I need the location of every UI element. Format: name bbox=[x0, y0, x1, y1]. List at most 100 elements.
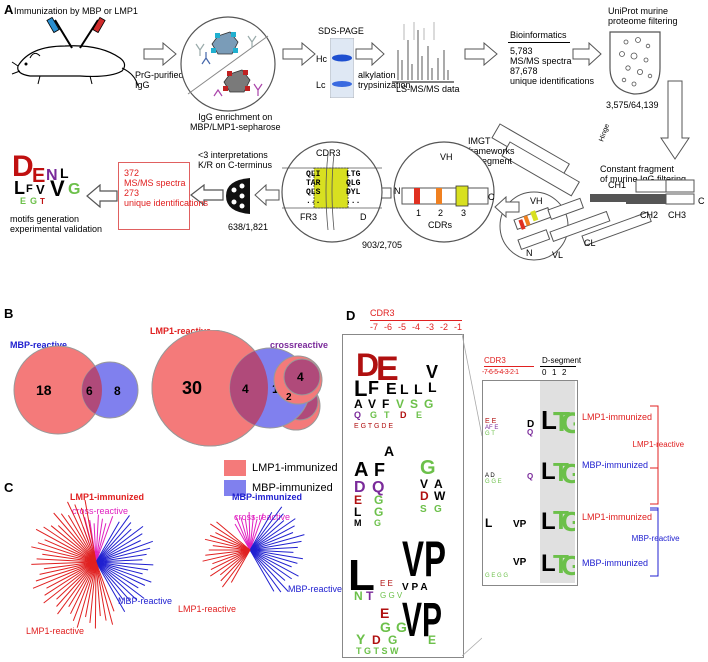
c-terminus-label: C bbox=[698, 196, 705, 206]
cdr3-left-row: QLS bbox=[306, 188, 321, 197]
svg-text:T: T bbox=[553, 457, 569, 487]
small-cdr3-positions: -7-6-5-4-3-2-1 bbox=[482, 369, 519, 376]
tree-branch bbox=[212, 549, 251, 565]
svg-text:T G T S W: T G T S W bbox=[356, 646, 399, 656]
d-segment-positions: 0 1 2 bbox=[542, 368, 572, 377]
cdr3-right-row: LTG bbox=[346, 170, 361, 179]
tree-branch bbox=[67, 501, 97, 563]
vl-label: VL bbox=[552, 250, 564, 260]
venn-mbp-mbp-only: 8 bbox=[114, 384, 121, 398]
count-638: 638/1,821 bbox=[228, 222, 269, 232]
svg-text:S: S bbox=[410, 397, 418, 411]
legend-swatch-mbp bbox=[224, 480, 246, 496]
cdr3-positions-large: -7 -6 -5 -4 -3 -2 -1 bbox=[370, 322, 468, 332]
position-label: -2 bbox=[440, 322, 449, 332]
position-label: -3 bbox=[426, 322, 435, 332]
svg-text:A D: A D bbox=[485, 473, 495, 479]
vh-domain-circle bbox=[393, 141, 495, 243]
tree-branch bbox=[95, 518, 103, 563]
tree-branch bbox=[249, 549, 299, 577]
tree-branch bbox=[212, 545, 251, 551]
tree-branch bbox=[249, 549, 294, 553]
cdrs-label: CDRs bbox=[428, 220, 452, 230]
svg-text:E: E bbox=[428, 633, 436, 647]
svg-text:E: E bbox=[416, 410, 422, 420]
tree-branch bbox=[53, 512, 97, 563]
tree-branch bbox=[70, 561, 97, 615]
svg-text:G G E: G G E bbox=[485, 479, 502, 485]
panel-letter-b: B bbox=[4, 306, 14, 321]
cdr3-title-large: CDR3 bbox=[370, 308, 395, 318]
logo-zoom-box bbox=[342, 334, 464, 658]
tree-lmp1-lmp1: LMP1-reactive bbox=[26, 626, 85, 636]
tree-branch bbox=[249, 546, 298, 551]
tree-branch bbox=[56, 561, 97, 607]
svg-text:G: G bbox=[374, 518, 381, 528]
svg-text:N: N bbox=[46, 167, 58, 184]
svg-text:AF E: AF E bbox=[485, 425, 498, 431]
tree-branch bbox=[95, 514, 99, 563]
result-stats: 372 MS/MS spectra 273 unique identificat… bbox=[124, 168, 209, 208]
cdr3-left-row: TAR bbox=[306, 179, 321, 188]
tree-branch bbox=[50, 525, 97, 563]
svg-text:L: L bbox=[428, 379, 437, 395]
tree-branch bbox=[95, 540, 141, 563]
small-cdr3-axis bbox=[484, 366, 534, 367]
tree-branch bbox=[234, 523, 251, 551]
svg-text:G: G bbox=[370, 410, 377, 420]
legend-label-mbp: MBP-immunized bbox=[252, 482, 333, 494]
cl-label: CL bbox=[584, 238, 596, 248]
tree-branch bbox=[249, 506, 283, 551]
tree-branch bbox=[95, 533, 143, 563]
svg-text:L: L bbox=[354, 376, 367, 401]
svg-text:F: F bbox=[368, 378, 379, 398]
bioinformatics-stats: 5,783 MS/MS spectra 87,678 unique identi… bbox=[510, 46, 595, 86]
vh-circle-label: VH bbox=[440, 152, 453, 162]
tree-branch bbox=[95, 561, 149, 571]
svg-text:V: V bbox=[420, 477, 428, 491]
tree-branch bbox=[93, 523, 97, 563]
row-label-3: LMP1-immunized bbox=[582, 512, 653, 522]
tree-branch bbox=[95, 561, 114, 625]
venn-mbp-overlap: 6 bbox=[86, 384, 93, 398]
ch3-label: CH3 bbox=[668, 210, 687, 220]
tree-branch bbox=[95, 561, 115, 612]
tree-title-mbp: MBP-immunized bbox=[232, 492, 303, 502]
group-brackets bbox=[650, 405, 659, 577]
svg-text:E: E bbox=[354, 493, 362, 507]
flow-arrow-3 bbox=[355, 42, 385, 66]
tree-branch bbox=[220, 549, 251, 582]
d-segment-highlight bbox=[540, 381, 575, 583]
tree-branch bbox=[210, 523, 251, 551]
flow-arrow-1 bbox=[143, 42, 177, 66]
d-segment-label: D-segment bbox=[542, 356, 582, 365]
tree-branch bbox=[249, 520, 285, 551]
flow-arrow-2 bbox=[282, 42, 316, 66]
svg-text:Q: Q bbox=[527, 472, 533, 481]
svg-text:A: A bbox=[354, 397, 363, 411]
enrichment-circle bbox=[180, 16, 276, 112]
constant-label: Constant fragment of murine IgG filterin… bbox=[600, 164, 687, 184]
svg-text:D: D bbox=[420, 489, 429, 503]
tree-branch bbox=[205, 549, 251, 556]
result-stats-box bbox=[118, 162, 190, 230]
svg-text:E: E bbox=[20, 196, 26, 206]
tree-cross-lmp1: cross-reactive bbox=[72, 506, 129, 516]
svg-text:G: G bbox=[420, 457, 436, 479]
tree-branch bbox=[249, 549, 275, 592]
tree-branch bbox=[46, 561, 97, 589]
position-label: -5 bbox=[398, 322, 407, 332]
svg-text:Q: Q bbox=[354, 410, 361, 420]
flow-arrow-5 bbox=[572, 42, 602, 66]
fr3-label: FR3 bbox=[300, 212, 318, 222]
n-terminus-label: N bbox=[526, 248, 533, 258]
tree-branch bbox=[95, 553, 147, 563]
tree-branch bbox=[249, 549, 298, 564]
d-position: 1 bbox=[552, 368, 557, 377]
tree-branch bbox=[42, 553, 97, 563]
tree-branch bbox=[209, 535, 251, 551]
tree-branch bbox=[249, 513, 284, 551]
sequence-logos-small: E E AF E G T D Q L T G A D G G E Q L T G… bbox=[485, 405, 575, 581]
svg-text:VP: VP bbox=[402, 531, 446, 587]
svg-text:E: E bbox=[32, 165, 45, 187]
